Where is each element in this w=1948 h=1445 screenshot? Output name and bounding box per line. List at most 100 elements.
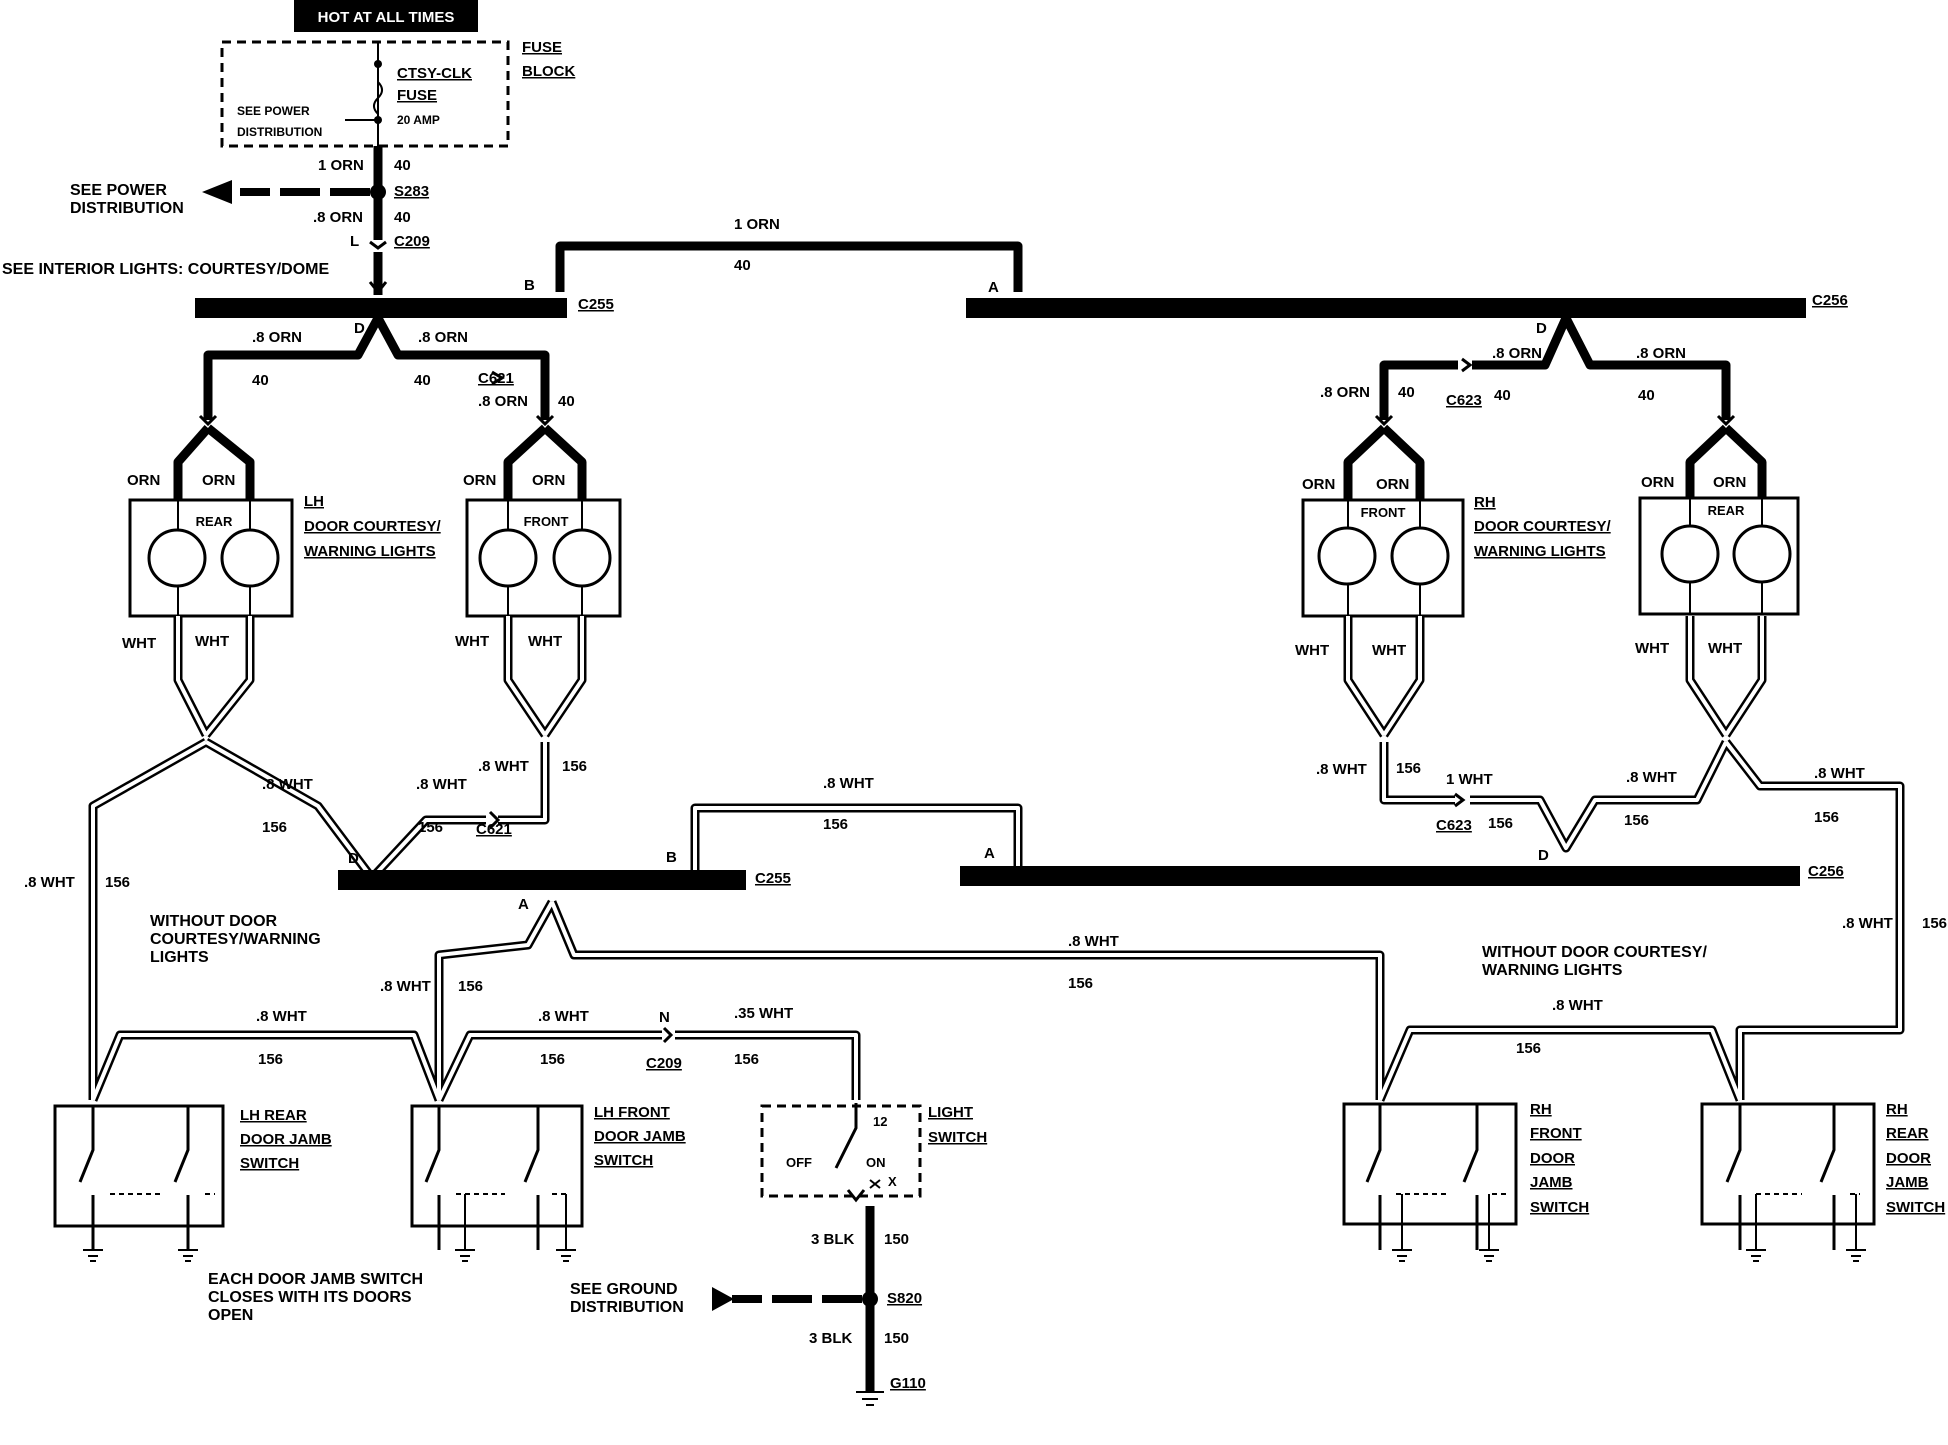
lbl-156-15: 156 [734, 1051, 759, 1068]
light-switch [760, 1103, 922, 1198]
gnd-c1: 150 [884, 1231, 909, 1248]
rh-front-label: FRONT [1361, 505, 1406, 520]
lh-rear-pin [198, 414, 218, 427]
without-rh-2: WARNING LIGHTS [1482, 962, 1623, 979]
light-sw-x: X [888, 1174, 897, 1189]
rh-rear-wht-2: WHT [1708, 640, 1742, 657]
lbl-wht-35: .35 WHT [734, 1005, 793, 1022]
lbl-pin-d-lh: D [348, 850, 359, 867]
white-wires-inner [91, 616, 1902, 1101]
feed-conn: C209 [394, 233, 430, 250]
lh-front-orn-1: ORN [463, 472, 496, 489]
lh-circ-a: 40 [252, 372, 269, 389]
lbl-156-8: 156 [1814, 809, 1839, 826]
lbl-wht-4: .8 WHT [823, 775, 874, 792]
lbl-wht-1: .8 WHT [262, 776, 313, 793]
lbl-156-5: 156 [1396, 760, 1421, 777]
light-sw-pin [846, 1189, 866, 1203]
rh-front-wht-1: WHT [1295, 642, 1329, 659]
ground-icon [178, 1249, 198, 1262]
sw-rh-front-5: SWITCH [1530, 1199, 1589, 1216]
lh-wire-b: .8 ORN [418, 329, 468, 346]
lbl-c621-lower: C621 [476, 821, 512, 838]
lh-wire-a: .8 ORN [252, 329, 302, 346]
sw-rh-rear-3: DOOR [1886, 1150, 1931, 1167]
rh-rear-bulb-1-icon [1660, 524, 1720, 584]
sw-rh-front-3: DOOR [1530, 1150, 1575, 1167]
c255-feed-pin [368, 281, 388, 295]
fuse-block-label-1: FUSE [522, 39, 562, 56]
note-line-3: OPEN [208, 1307, 253, 1324]
lh-title-1: LH [304, 493, 324, 510]
lbl-156-10: 156 [458, 978, 483, 995]
lh-wire-c: .8 ORN [478, 393, 528, 410]
sw-lh-rear-3: SWITCH [240, 1155, 299, 1172]
light-sw-title-1: LIGHT [928, 1104, 973, 1121]
lbl-156-14: 156 [540, 1051, 565, 1068]
lh-rear-wht-1: WHT [122, 635, 156, 652]
gnd-g110: G110 [890, 1375, 926, 1392]
lbl-pin-a-lh: A [518, 896, 529, 913]
rh-front-bulb-2-icon [1390, 526, 1450, 586]
lbl-156-7: 156 [1624, 812, 1649, 829]
lh-front-label: FRONT [524, 514, 569, 529]
rh-c623-upper: C623 [1446, 392, 1482, 409]
g110-ground-icon [856, 1391, 884, 1406]
lh-rear-y [173, 424, 255, 500]
splice-s820 [862, 1291, 878, 1307]
rh-front-orn-2: ORN [1376, 476, 1409, 493]
lbl-wht-10: .8 WHT [380, 978, 431, 995]
fuse-word: FUSE [397, 87, 437, 104]
sw-rh-rear-5: SWITCH [1886, 1199, 1945, 1216]
rh-front-wht-2: WHT [1372, 642, 1406, 659]
lbl-wht-7: .8 WHT [1626, 769, 1677, 786]
lbl-wht-14: .8 WHT [538, 1008, 589, 1025]
bus-c255-lower-label: C255 [755, 870, 791, 887]
gnd-w1: 3 BLK [811, 1231, 855, 1248]
gnd-w2: 3 BLK [809, 1330, 853, 1347]
fuse-see-power-2: DISTRIBUTION [237, 125, 322, 139]
rh-rear-label: REAR [1708, 503, 1745, 518]
light-sw-off: OFF [786, 1155, 812, 1170]
hot-label: HOT AT ALL TIMES [318, 9, 455, 26]
sw-rh-rear-4: JAMB [1886, 1174, 1929, 1191]
light-sw-pin12: 12 [873, 1114, 887, 1129]
feed-w1: 1 ORN [318, 157, 364, 174]
without-lh-3: LIGHTS [150, 949, 209, 966]
rh-front-bulb-1-icon [1317, 526, 1377, 586]
bus-c255-upper [195, 298, 567, 318]
lbl-156-11: 156 [1068, 975, 1093, 992]
without-lh-2: COURTESY/WARNING [150, 931, 321, 948]
rh-front-orn-1: ORN [1302, 476, 1335, 493]
c209-lower-pin [662, 1026, 674, 1044]
lh-rear-orn-2: ORN [202, 472, 235, 489]
fuse-amps: 20 AMP [397, 113, 440, 127]
rh-rear-wht-1: WHT [1635, 640, 1669, 657]
rh-rear-bulb-2-icon [1732, 524, 1792, 584]
lbl-wht-6: 1 WHT [1446, 771, 1493, 788]
lbl-156-13: 156 [258, 1051, 283, 1068]
bus-c256-lower-label: C256 [1808, 863, 1844, 880]
light-sw-on: ON [866, 1155, 886, 1170]
light-sw-title-2: SWITCH [928, 1129, 987, 1146]
see-power-2: DISTRIBUTION [70, 200, 184, 217]
lbl-156-9: 156 [105, 874, 130, 891]
sw-lh-rear-1: LH REAR [240, 1107, 307, 1124]
sw-rh-rear-2: REAR [1886, 1125, 1929, 1142]
feed-conn-letter: L [350, 233, 359, 250]
lh-title-2: DOOR COURTESY/ [304, 518, 442, 535]
fuse-block-label-2: BLOCK [522, 63, 575, 80]
lh-front-bulb-2-icon [552, 528, 612, 588]
lh-c621-upper: C621 [478, 370, 514, 387]
note-line-1: EACH DOOR JAMB SWITCH [208, 1271, 423, 1288]
sw-rh-front-2: FRONT [1530, 1125, 1582, 1142]
rh-rear-orn-1: ORN [1641, 474, 1674, 491]
power-dist-arrow-icon [202, 180, 232, 204]
sw-lh-front-1: LH FRONT [594, 1104, 670, 1121]
without-rh-1: WITHOUT DOOR COURTESY/ [1482, 944, 1707, 961]
c621-upper-pin [491, 370, 505, 386]
lbl-c209-lower: C209 [646, 1055, 682, 1072]
splice-s283 [370, 184, 386, 200]
lbl-pin-n: N [659, 1009, 670, 1026]
